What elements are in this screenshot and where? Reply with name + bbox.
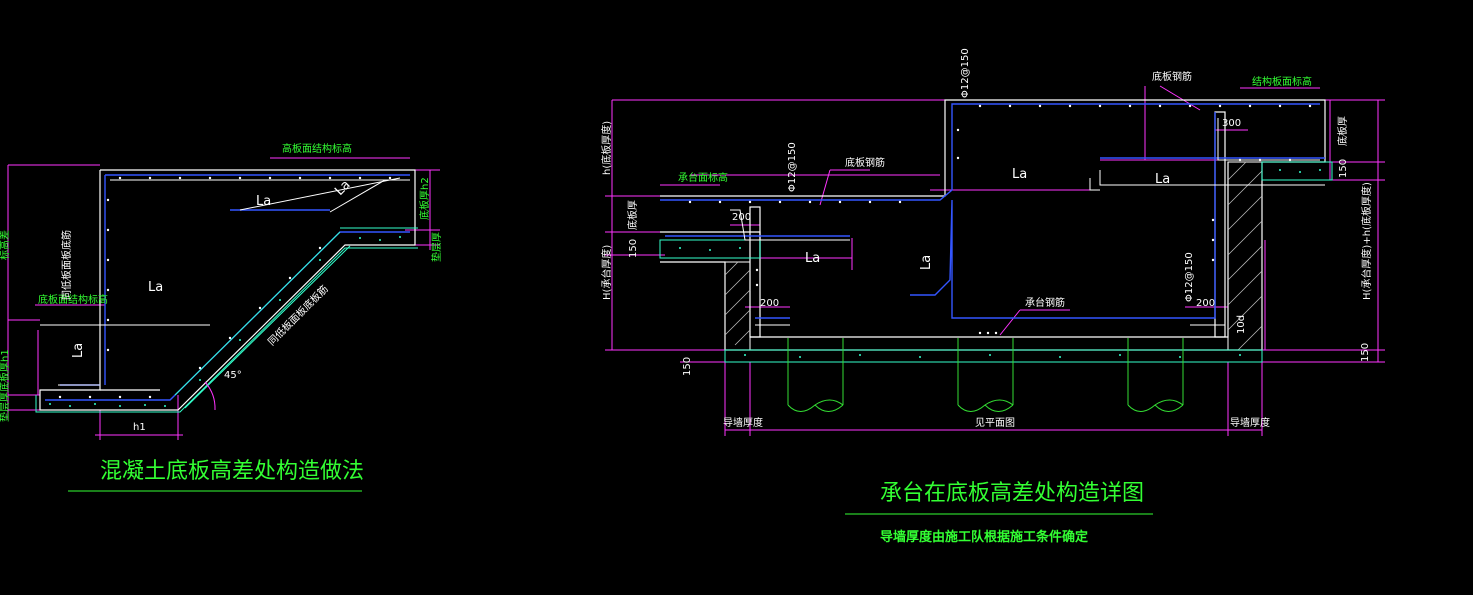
- right-concrete-dots: [679, 169, 1321, 358]
- right-concrete: [659, 161, 1333, 363]
- angle-label: 45°: [224, 370, 242, 381]
- left-slab-outline: [39, 169, 416, 411]
- low-slab-elevation-label: 底板面结构标高: [38, 293, 108, 306]
- dim-150c-label: 150: [1338, 159, 1349, 178]
- guide-wall-right-label: 导墙厚度: [1230, 416, 1270, 429]
- right-detail: Φ12@150 Φ12@150 Φ12@150 底板钢筋 结构板面标高 承台面标…: [600, 48, 1385, 545]
- piles: [787, 338, 1184, 412]
- high-slab-elevation-label: 高板面结构标高: [282, 142, 352, 155]
- slab-thick-left-label: 底板厚: [626, 200, 639, 230]
- la-2-label: La: [1155, 172, 1170, 187]
- la-4-label: La: [919, 255, 934, 270]
- cap-rebar-label: 承台钢筋: [1025, 296, 1065, 309]
- thickness-left-label: 底板厚h1: [0, 349, 11, 392]
- dim-200c-label: 200: [1196, 298, 1215, 309]
- left-concrete: [35, 227, 418, 413]
- la-top-label: La: [256, 194, 271, 209]
- see-plan-label: 见平面图: [975, 417, 1015, 429]
- left-rebar-dots: [58, 176, 392, 399]
- slab-rebar-top-label: 底板钢筋: [1152, 70, 1192, 83]
- la-mid-label: La: [148, 280, 163, 295]
- h1-dim-label: h(底板厚度): [600, 121, 613, 175]
- H-sum-dim-label: H(承台厚度)+h(底板厚度): [1360, 182, 1373, 300]
- left-bars: [40, 177, 410, 386]
- struct-elevation-label: 结构板面标高: [1252, 75, 1312, 88]
- wall-bottom-rebar-label: 同低板面板底筋: [60, 230, 73, 300]
- angle-arc: [204, 381, 216, 411]
- dim-150b-label: 150: [682, 357, 693, 376]
- right-rebar-dots: [688, 104, 1312, 335]
- slab-rebar-mid-label: 底板钢筋: [845, 156, 885, 169]
- dim-150d-label: 150: [1360, 343, 1371, 362]
- rebar-left-label: Φ12@150: [787, 142, 798, 192]
- dim-200b-label: 200: [760, 298, 779, 309]
- la-3-label: La: [805, 251, 820, 266]
- right-title: 承台在底板高差处构造详图: [880, 481, 1144, 506]
- dim-150a-label: 150: [628, 239, 639, 258]
- right-dimensions: [605, 85, 1385, 436]
- la-diag-label: La: [332, 177, 353, 198]
- left-title: 混凝土底板高差处构造做法: [100, 459, 364, 484]
- height-diff-label: 标高差: [0, 230, 11, 260]
- cap-elevation-label: 承台面标高: [678, 171, 728, 184]
- cushion-right-label: 垫层厚: [430, 232, 443, 262]
- la-1-label: La: [1012, 167, 1027, 182]
- guide-wall-left-label: 导墙厚度: [723, 416, 763, 429]
- rebar-right-label: Φ12@150: [1184, 252, 1195, 302]
- dim-300-label: 300: [1222, 118, 1241, 129]
- cushion-left-label: 垫层厚: [0, 392, 11, 422]
- left-detail: 高板面结构标高 底板面结构标高 La La La La 底板厚h2 垫层厚 同低…: [0, 142, 443, 492]
- right-rebar: [660, 103, 1325, 319]
- la-vert-label: La: [71, 343, 86, 358]
- dim-10d-label: 10d: [1236, 315, 1247, 334]
- dim-200a-label: 200: [732, 212, 751, 223]
- slab-thick-right-label: 底板厚: [1336, 116, 1349, 146]
- thickness-h2-label: 底板厚h2: [418, 177, 431, 220]
- H-dim-label: H(承台厚度): [600, 245, 613, 300]
- right-note: 导墙厚度由施工队根据施工条件确定: [880, 529, 1088, 545]
- right-outline: [660, 99, 1326, 351]
- left-concrete-dots: [49, 236, 401, 407]
- h1-label: h1: [133, 422, 146, 433]
- rebar-top-label: Φ12@150: [960, 48, 971, 98]
- right-bars: [730, 118, 1325, 326]
